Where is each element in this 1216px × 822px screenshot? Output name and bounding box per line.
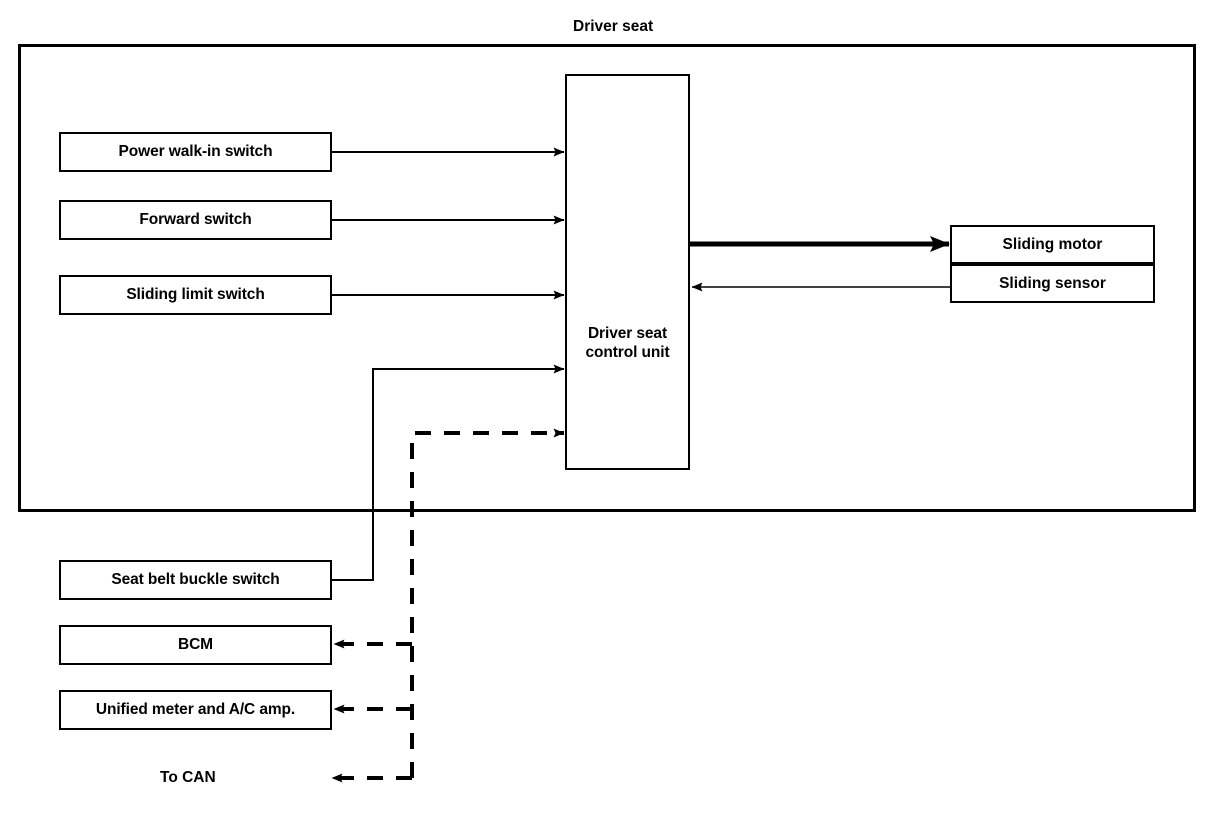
control-unit-label-line2: control unit [585, 344, 670, 362]
node-power-walk-in-switch[interactable]: Power walk-in switch [59, 132, 332, 172]
control-unit-label: Driver seat control unit [567, 324, 688, 363]
node-bcm[interactable]: BCM [59, 625, 332, 665]
node-forward-switch[interactable]: Forward switch [59, 200, 332, 240]
wire-can-bus-to-control-unit [410, 428, 565, 778]
page-title: Driver seat [573, 18, 654, 35]
node-unified-meter-and-ac-amp[interactable]: Unified meter and A/C amp. [59, 690, 332, 730]
node-sliding-limit-switch[interactable]: Sliding limit switch [59, 275, 332, 315]
label-to-can: To CAN [160, 769, 216, 786]
driver-seat-boundary [18, 44, 1196, 512]
node-sliding-motor[interactable]: Sliding motor [1002, 235, 1103, 253]
control-unit-label-line1: Driver seat [587, 325, 668, 342]
node-sliding-sensor[interactable]: Sliding sensor [999, 274, 1106, 292]
wire-seat-belt-buckle-to-control-unit [332, 364, 565, 581]
node-sliding-actuator-stack[interactable]: Sliding motor Sliding sensor [950, 225, 1155, 303]
stack-divider [952, 262, 1153, 266]
node-driver-seat-control-unit[interactable]: Driver seat control unit [565, 74, 690, 470]
node-seat-belt-buckle-switch[interactable]: Seat belt buckle switch [59, 560, 332, 600]
